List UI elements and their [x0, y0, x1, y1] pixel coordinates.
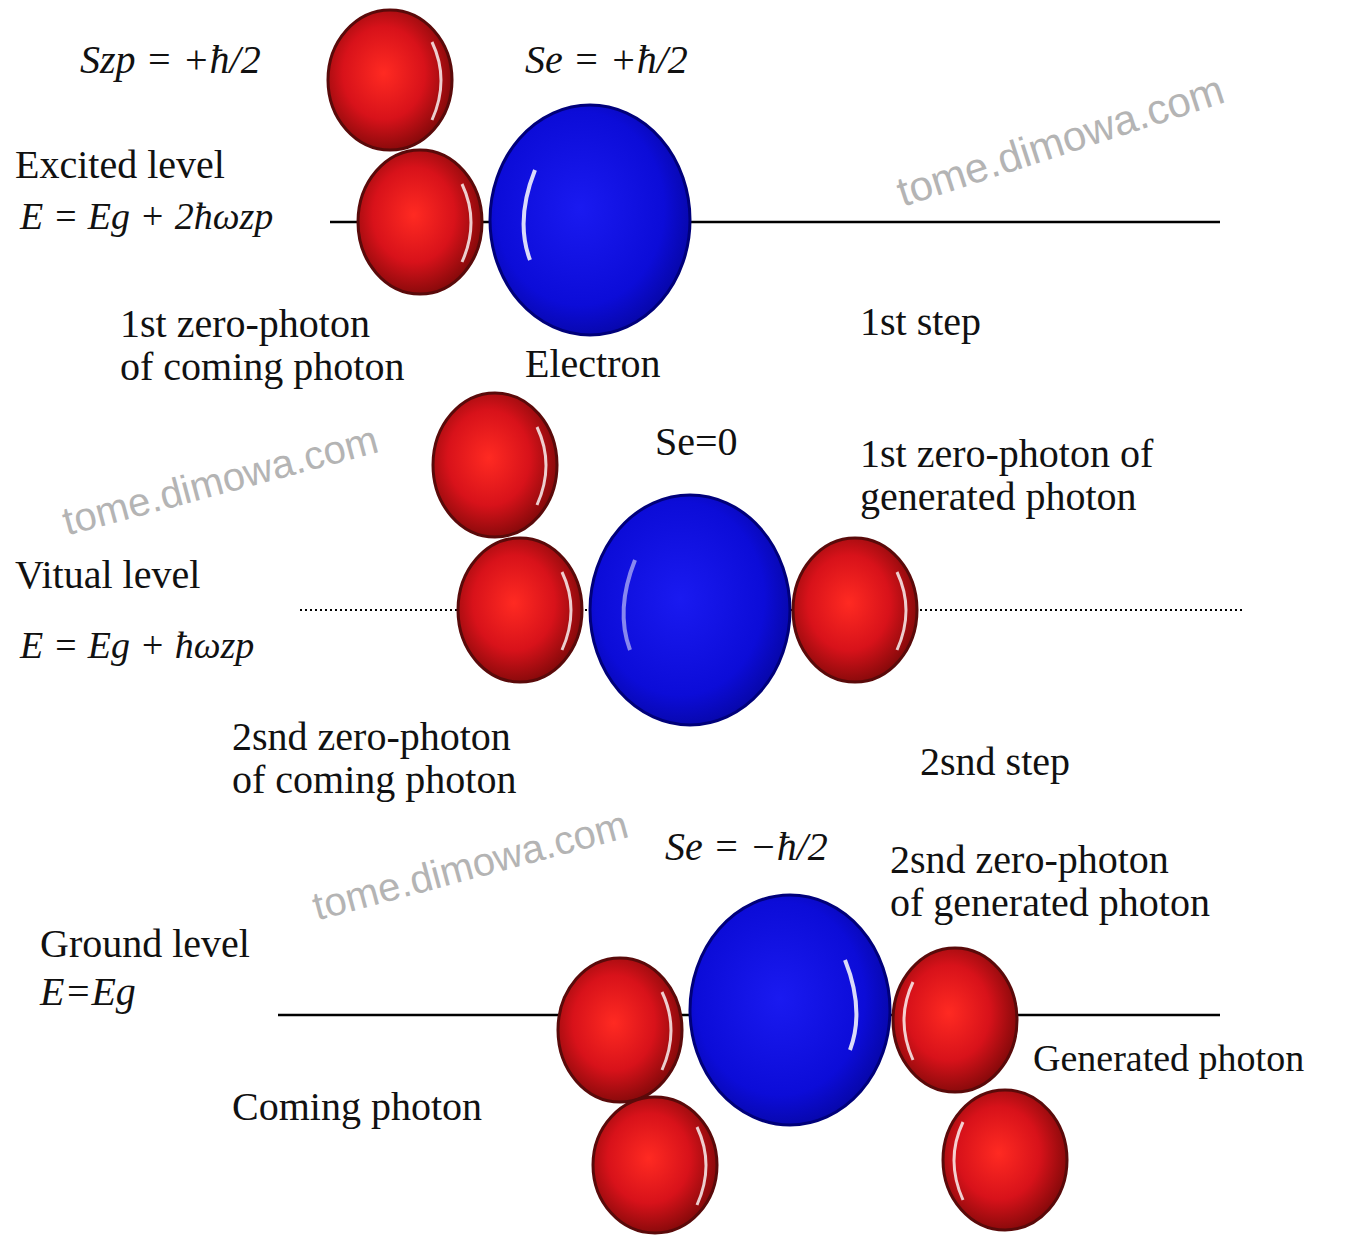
- zero-photon-sphere: [558, 958, 682, 1102]
- particle-label: 1st zero-photon of coming photon: [120, 302, 560, 388]
- highlight: [662, 992, 671, 1070]
- particle-label: Coming photon: [232, 1085, 482, 1128]
- highlight: [462, 184, 471, 262]
- step-label: 2snd step: [920, 740, 1070, 783]
- particle-label: 1st zero-photon of generated photon: [860, 432, 1300, 518]
- zero-photon-sphere: [593, 1097, 717, 1233]
- zero-photon-sphere: [793, 538, 917, 682]
- spin-label: Se = −ħ/2: [665, 825, 828, 868]
- highlight: [562, 572, 571, 650]
- particle-label: 2snd zero-photon of generated photon: [890, 838, 1330, 924]
- particle-label: Electron: [525, 342, 661, 385]
- highlight: [954, 1122, 963, 1200]
- zero-photon-sphere: [943, 1090, 1067, 1230]
- particle-label: Generated photon: [1030, 1038, 1307, 1079]
- level-name: Vitual level: [15, 553, 200, 596]
- highlight: [697, 1127, 706, 1205]
- energy-formula: E = Eg + ħωzp: [20, 625, 254, 666]
- spin-label: Se = +ħ/2: [525, 38, 688, 81]
- electron-sphere: [690, 895, 890, 1125]
- zero-photon-sphere: [893, 948, 1017, 1092]
- level-name: Excited level: [15, 143, 225, 186]
- highlight: [537, 427, 546, 505]
- particle-label: 2snd zero-photon of coming photon: [232, 715, 672, 801]
- zero-photon-sphere: [328, 10, 452, 150]
- step-3-particles: [558, 895, 1067, 1233]
- highlight: [524, 170, 535, 260]
- energy-formula: E=Eg: [40, 970, 136, 1013]
- electron-sphere: [590, 495, 790, 725]
- highlight: [904, 982, 913, 1060]
- zero-photon-sphere: [433, 393, 557, 537]
- level-name: Ground level: [40, 922, 250, 965]
- spin-label: Szp = +ħ/2: [80, 38, 261, 81]
- watermark: tome.dimowa.com: [58, 418, 383, 544]
- watermark: tome.dimowa.com: [891, 66, 1229, 214]
- energy-formula: E = Eg + 2ħωzp: [20, 196, 273, 237]
- zero-photon-sphere: [358, 150, 482, 294]
- highlight: [624, 560, 635, 650]
- step-1-particles: [328, 10, 690, 335]
- highlight: [897, 572, 906, 650]
- electron-sphere: [490, 105, 690, 335]
- highlight: [845, 960, 856, 1050]
- zero-photon-sphere: [458, 538, 582, 682]
- step-2-particles: [433, 393, 917, 725]
- watermark: tome.dimowa.com: [308, 803, 633, 929]
- highlight: [432, 42, 441, 120]
- step-label: 1st step: [860, 300, 981, 343]
- spin-label: Se=0: [655, 420, 738, 463]
